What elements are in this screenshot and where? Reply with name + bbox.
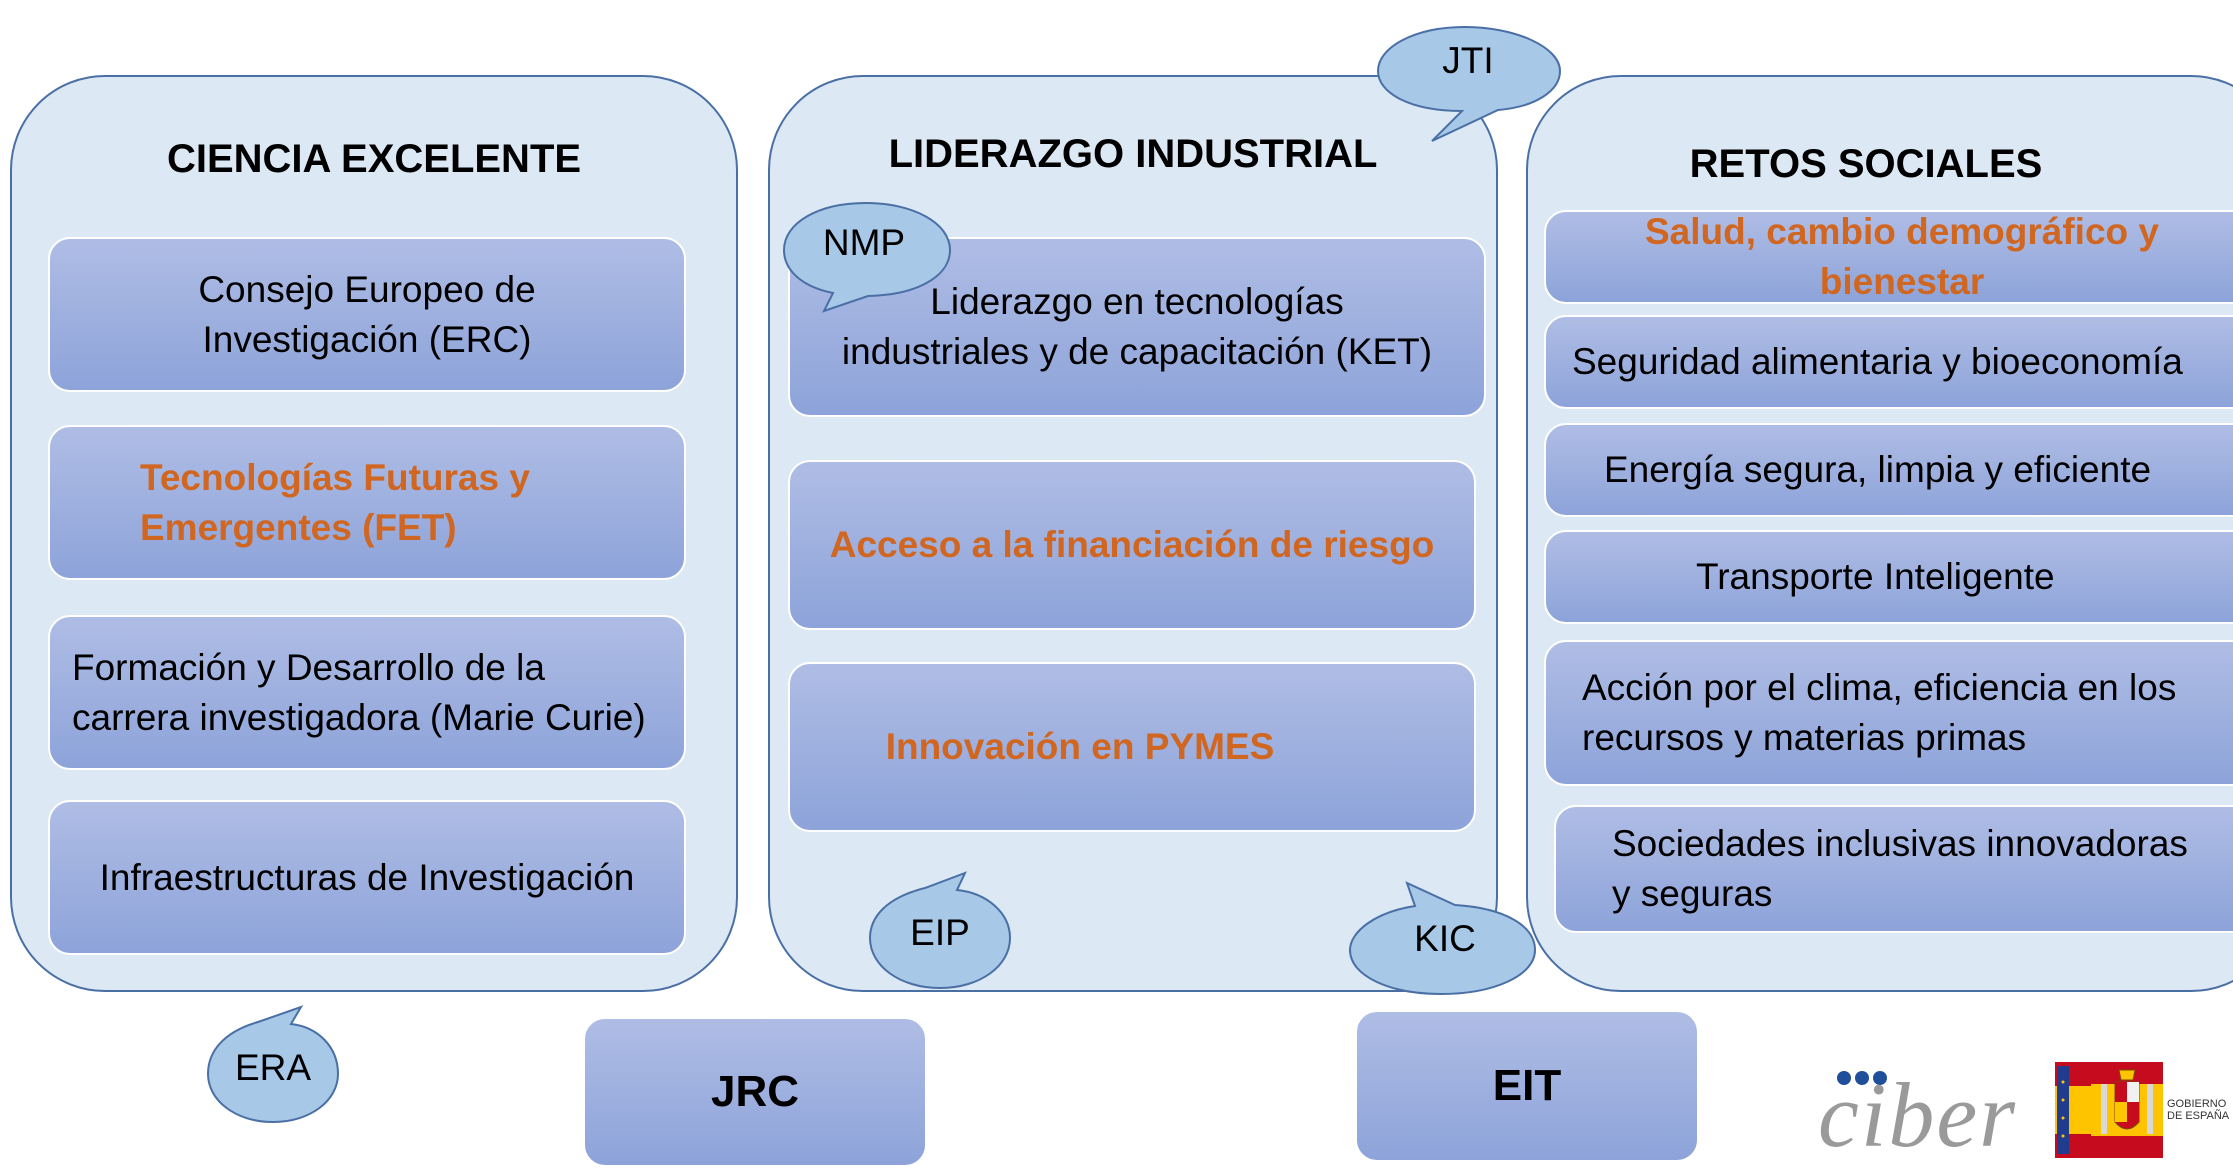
box-marie-curie[interactable]: Formación y Desarrollo de la carrera inv… — [48, 615, 686, 770]
spain-flag-icon — [2055, 1062, 2091, 1158]
box-label: Formación y Desarrollo de la carrera inv… — [72, 646, 646, 738]
box-label: Sociedades inclusivas innovadoras y segu… — [1612, 823, 2188, 914]
pillar-title: RETOS SOCIALES — [1689, 142, 2043, 186]
box-financiacion-riesgo[interactable]: Acceso a la financiación de riesgo — [788, 460, 1476, 630]
box-fet[interactable]: Tecnologías Futuras y Emergentes (FET) — [48, 425, 686, 580]
box-seguridad-alimentaria[interactable]: Seguridad alimentaria y bioeconomía — [1544, 315, 2233, 409]
callout-label-eip: EIP — [910, 912, 970, 953]
callout-bubble — [868, 871, 1012, 990]
callout-kic — [1348, 881, 1537, 996]
box-label: Salud, cambio demográfico y bienestar — [1644, 211, 2159, 302]
box-label: Liderazgo en tecnologías industriales y … — [841, 281, 1433, 372]
gobierno-line-2: DE ESPAÑA — [2167, 1110, 2230, 1122]
box-label: Acción por el clima, eficiencia en los r… — [1582, 667, 2177, 758]
box-label: Energía segura, limpia y eficiente — [1604, 449, 2152, 491]
box-eit[interactable]: EIT — [1355, 1010, 1699, 1162]
callout-bubble — [1348, 881, 1537, 996]
ciber-wordmark: ciber — [1818, 1064, 2018, 1166]
gobierno-label: GOBIERNO DE ESPAÑA — [2167, 1098, 2229, 1122]
box-label: Seguridad alimentaria y bioeconomía — [1572, 341, 2183, 383]
ciber-logo: ciber — [1818, 1060, 2038, 1166]
box-salud[interactable]: Salud, cambio demográfico y bienestar — [1544, 210, 2233, 304]
box-erc[interactable]: Consejo Europeo de Investigación (ERC) — [48, 237, 686, 392]
box-label: EIT — [1492, 1061, 1562, 1110]
box-infraestructuras[interactable]: Infraestructuras de Investigación — [48, 800, 686, 955]
callout-label-kic: KIC — [1414, 918, 1476, 959]
callout-label-jti: JTI — [1442, 40, 1494, 81]
box-label: Acceso a la financiación de riesgo — [829, 524, 1435, 566]
callout-label-era: ERA — [234, 1047, 312, 1088]
box-label: JRC — [710, 1067, 800, 1116]
box-clima[interactable]: Acción por el clima, eficiencia en los r… — [1544, 640, 2233, 786]
pillar-title: LIDERAZGO INDUSTRIAL — [888, 132, 1378, 176]
box-label: Transporte Inteligente — [1696, 556, 2055, 598]
box-transporte[interactable]: Transporte Inteligente — [1544, 530, 2233, 624]
box-energia[interactable]: Energía segura, limpia y eficiente — [1544, 423, 2233, 517]
callout-nmp — [782, 201, 952, 313]
callout-bubble — [1376, 25, 1562, 142]
box-innovacion-pymes[interactable]: Innovación en PYMES — [788, 662, 1476, 832]
gobierno-espana-logo: GOBIERNO DE ESPAÑA — [2055, 1062, 2233, 1160]
callout-label-nmp: NMP — [822, 222, 906, 263]
box-sociedades[interactable]: Sociedades inclusivas innovadoras y segu… — [1554, 805, 2233, 933]
box-label: Tecnologías Futuras y Emergentes (FET) — [140, 456, 530, 548]
callout-jti — [1376, 25, 1562, 142]
callout-era — [206, 1005, 340, 1124]
gobierno-line-1: GOBIERNO — [2167, 1098, 2227, 1110]
box-label: Consejo Europeo de Investigación (ERC) — [198, 268, 536, 360]
callout-bubble — [782, 201, 952, 313]
box-label: Innovación en PYMES — [885, 726, 1275, 768]
coat-of-arms-icon — [2091, 1062, 2163, 1158]
ciber-dots-icon — [1837, 1071, 1887, 1085]
box-label: Infraestructuras de Investigación — [99, 856, 635, 898]
pillar-title: CIENCIA EXCELENTE — [166, 137, 582, 181]
callout-bubble — [206, 1005, 340, 1124]
callout-eip — [868, 871, 1012, 990]
box-jrc[interactable]: JRC — [583, 1017, 927, 1167]
